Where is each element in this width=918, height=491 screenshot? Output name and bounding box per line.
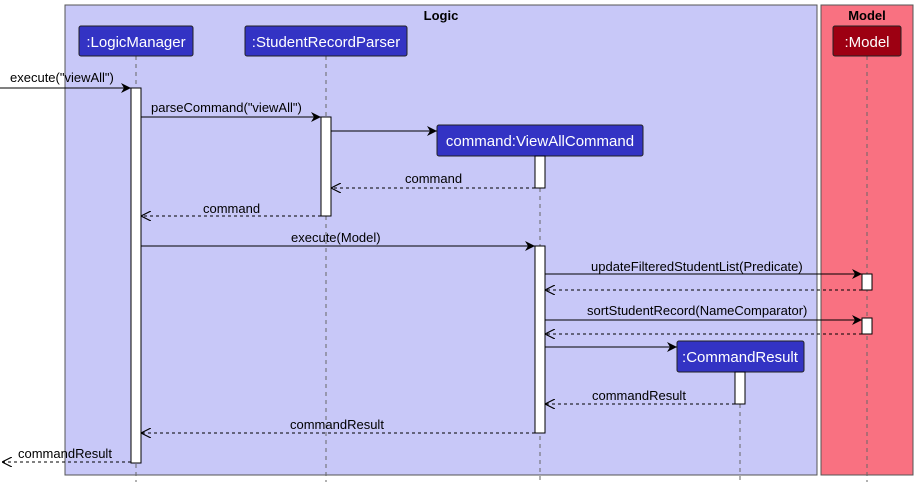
label-update-filtered: updateFilteredStudentList(Predicate): [591, 259, 803, 274]
label-command-return-manager: command: [203, 201, 260, 216]
participant-model-label: :Model: [844, 34, 889, 51]
label-command-return-parser: command: [405, 171, 462, 186]
activation-model-update: [861, 273, 873, 291]
activation-view-all-command-creation: [534, 155, 546, 189]
participant-command-result-label: :CommandResult: [682, 349, 799, 366]
participant-view-all-command-label: command:ViewAllCommand: [446, 133, 634, 150]
logic-box-title: Logic: [424, 8, 459, 23]
participant-parser: :StudentRecordParser: [244, 25, 408, 57]
label-parse-command: parseCommand("viewAll"): [151, 100, 302, 115]
label-execute-model: execute(Model): [291, 230, 381, 245]
participant-model: :Model: [832, 25, 902, 57]
label-command-result-return-manager: commandResult: [290, 417, 384, 432]
label-sort-student-record: sortStudentRecord(NameComparator): [587, 303, 807, 318]
activation-view-all-command-execute: [534, 245, 546, 434]
label-execute-view-all: execute("viewAll"): [10, 70, 114, 85]
participant-logic-manager-label: :LogicManager: [86, 34, 185, 51]
logic-box: [64, 4, 818, 476]
label-command-result-return: commandResult: [592, 388, 686, 403]
activation-command-result: [734, 371, 746, 405]
participant-parser-label: :StudentRecordParser: [252, 34, 400, 51]
participant-view-all-command: command:ViewAllCommand: [436, 124, 644, 157]
participant-command-result: :CommandResult: [676, 340, 805, 373]
model-box-title: Model: [848, 8, 886, 23]
activation-logic-manager: [130, 87, 142, 464]
label-command-result-out: commandResult: [18, 446, 112, 461]
activation-parser: [320, 116, 332, 217]
activation-model-sort: [861, 317, 873, 335]
participant-logic-manager: :LogicManager: [78, 25, 194, 57]
